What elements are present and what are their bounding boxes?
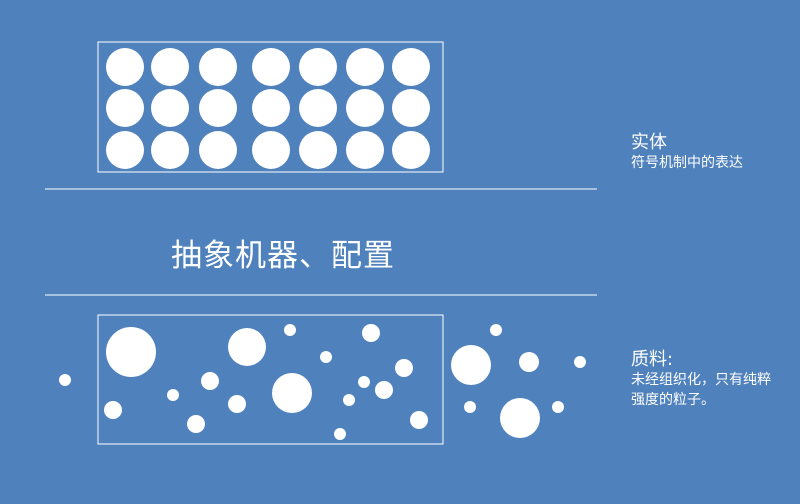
grid-circle: [392, 131, 430, 169]
particle: [362, 324, 380, 342]
particle: [490, 324, 502, 336]
particle: [343, 394, 355, 406]
particle: [167, 389, 179, 401]
matter-particles: [59, 324, 586, 440]
grid-circle: [199, 48, 237, 86]
grid-circle: [106, 89, 144, 127]
grid-circle: [299, 48, 337, 86]
particle: [320, 351, 332, 363]
particle: [104, 401, 122, 419]
particle: [201, 372, 219, 390]
particle: [228, 328, 266, 366]
grid-circle: [199, 131, 237, 169]
grid-circle: [252, 131, 290, 169]
particle: [574, 356, 586, 368]
grid-circle: [199, 89, 237, 127]
particle: [59, 374, 71, 386]
matter-title: 质料:: [631, 349, 674, 370]
particle: [464, 401, 476, 413]
grid-circle: [346, 131, 384, 169]
particle: [334, 428, 346, 440]
grid-circle: [106, 48, 144, 86]
center-title: 抽象机器、配置: [171, 238, 395, 274]
particle: [272, 373, 312, 413]
particle: [187, 415, 205, 433]
particle: [552, 401, 564, 413]
particle: [519, 352, 539, 372]
grid-circle: [299, 131, 337, 169]
grid-circle: [151, 89, 189, 127]
entity-title: 实体: [631, 132, 667, 153]
entity-box: [97, 41, 444, 173]
particle: [358, 376, 370, 388]
particle: [106, 327, 156, 377]
grid-circle: [106, 131, 144, 169]
grid-circle: [151, 131, 189, 169]
grid-circle: [346, 89, 384, 127]
grid-circle: [252, 48, 290, 86]
particle: [375, 381, 393, 399]
grid-circle: [346, 48, 384, 86]
particle: [410, 411, 428, 429]
grid-circle: [151, 48, 189, 86]
entity-circle-grid: [106, 48, 430, 169]
grid-circle: [299, 89, 337, 127]
particle: [228, 395, 246, 413]
grid-circle: [392, 48, 430, 86]
grid-circle: [252, 89, 290, 127]
particle: [500, 398, 540, 438]
particle: [284, 324, 296, 336]
matter-box: [97, 314, 444, 445]
particle: [395, 359, 413, 377]
entity-description: 符号机制中的表达: [631, 155, 743, 171]
particle: [451, 345, 491, 385]
grid-circle: [392, 89, 430, 127]
matter-description: 未经组织化，只有纯粹强度的粒子。: [631, 372, 771, 408]
